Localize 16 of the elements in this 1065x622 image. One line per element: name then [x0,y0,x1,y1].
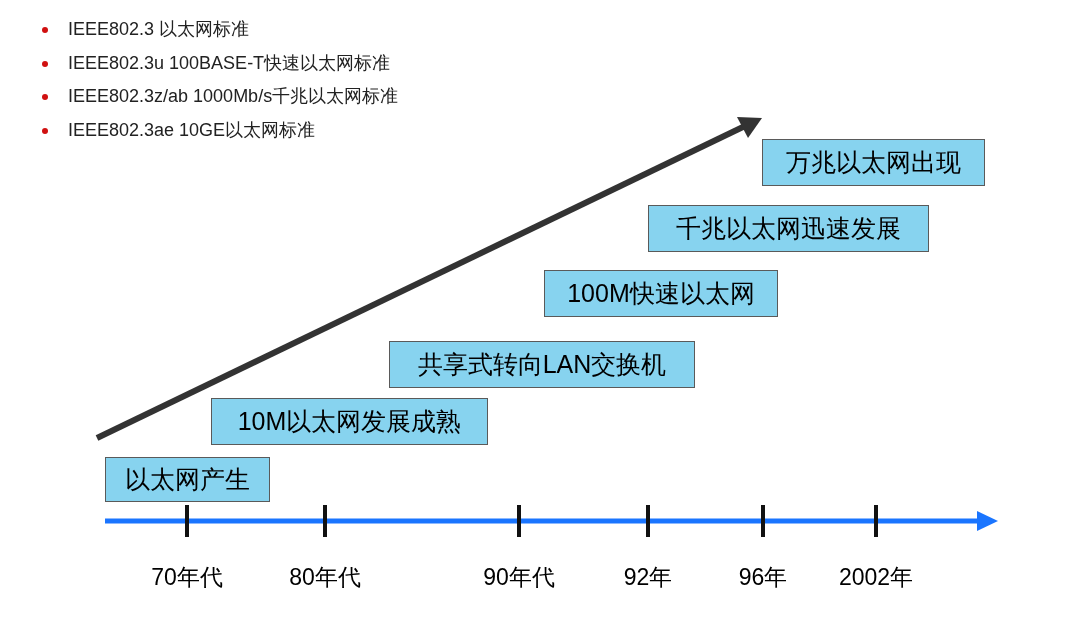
stage-box: 100M快速以太网 [544,270,778,317]
stage-box: 千兆以太网迅速发展 [648,205,929,252]
stage-box: 万兆以太网出现 [762,139,985,186]
stage-box: 共享式转向LAN交换机 [389,341,695,388]
bullet-text: IEEE802.3z/ab 1000Mb/s千兆以太网标准 [68,85,399,108]
year-label: 92年 [623,563,673,592]
year-label: 90年代 [483,563,555,592]
bullet-text: IEEE802.3u 100BASE-T快速以太网标准 [68,52,391,75]
year-label: 80年代 [289,563,361,592]
year-label: 2002年 [838,563,914,592]
year-label: 70年代 [151,563,223,592]
stage-box: 以太网产生 [105,457,270,502]
year-label: 96年 [738,563,788,592]
bullet-text: IEEE802.3ae 10GE以太网标准 [68,119,316,142]
stage-box: 10M以太网发展成熟 [211,398,488,445]
bullet-text: IEEE802.3 以太网标准 [68,18,250,41]
